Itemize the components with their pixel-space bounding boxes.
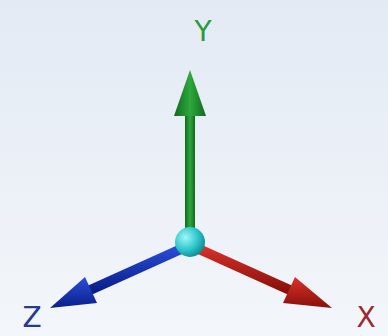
y-axis-arrow <box>174 70 206 238</box>
z-axis-arrow <box>50 245 190 308</box>
origin-sphere <box>175 227 205 257</box>
axis-label: X <box>356 304 375 332</box>
x-axis-arrow <box>190 245 332 308</box>
axis-label: Y <box>194 18 211 46</box>
axis-label: Z <box>22 304 41 332</box>
